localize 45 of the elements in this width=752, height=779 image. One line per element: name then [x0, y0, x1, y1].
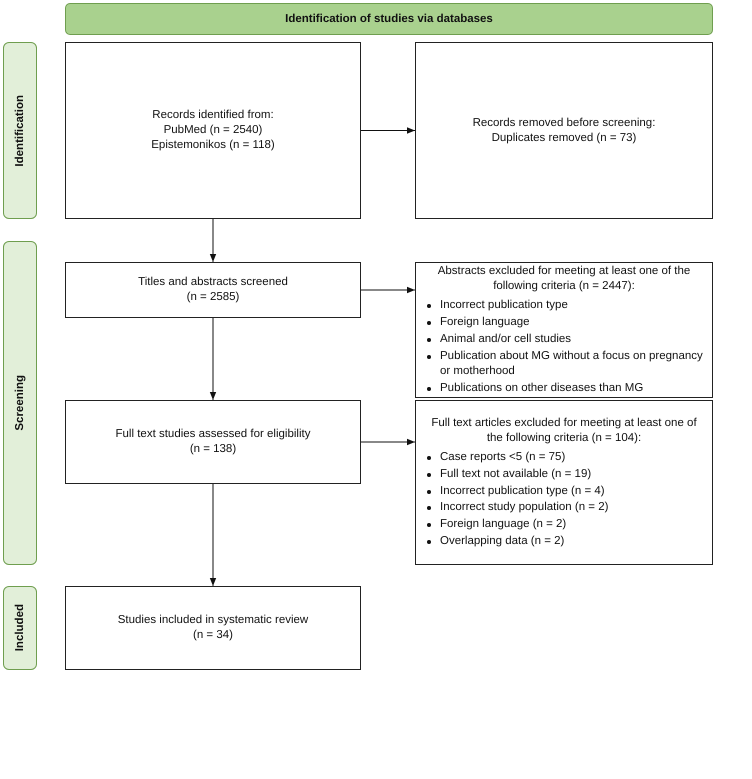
section-label: Included [12, 604, 27, 652]
process-box [65, 586, 361, 670]
box-text: (n = 34) [193, 628, 233, 643]
process-box [415, 42, 713, 219]
arrow [210, 318, 216, 400]
header-bar [65, 3, 713, 35]
box-text: (n = 138) [190, 442, 236, 457]
box-text: Titles and abstracts screened [138, 275, 288, 290]
bullet-item: Overlapping data (n = 2) [424, 534, 564, 550]
box-text: Studies included in systematic review [118, 613, 308, 628]
bullet-item: Case reports <5 (n = 75) [424, 450, 566, 465]
exclusion-heading: Full text articles excluded for meeting at least one of the following criteria (n = 104): [430, 416, 698, 446]
exclusion-heading: Abstracts excluded for meeting at least one of the following criteria (n = 2447): [436, 264, 692, 294]
arrow [360, 286, 416, 294]
process-box [65, 400, 361, 484]
box-text: Records removed before screening: [472, 116, 656, 130]
bullet-item: Publications on other diseases than MG [424, 380, 644, 396]
section-label: Screening [12, 375, 27, 431]
box-text: Full text studies assessed for eligibility [116, 427, 310, 442]
box-text: Duplicates removed (n = 73) [492, 130, 636, 146]
phase-band [3, 42, 37, 219]
bullet-item: Foreign language [424, 315, 530, 330]
bullet-item: Incorrect publication type (n = 4) [424, 484, 605, 498]
box-text: Epistemonikos (n = 118) [151, 138, 275, 153]
bullet-item: Incorrect study population (n = 2) [424, 500, 608, 516]
arrow [360, 127, 416, 134]
arrow [360, 438, 416, 446]
exclusion-box [415, 262, 713, 398]
process-box [65, 262, 361, 318]
phase-band [3, 241, 37, 565]
arrow [210, 484, 216, 586]
process-box [65, 42, 361, 219]
bullet-item: Full text not available (n = 19) [424, 466, 592, 482]
arrow [210, 218, 216, 262]
bullet-item: Incorrect publication type [424, 298, 568, 314]
box-text: Records identified from: [152, 108, 274, 124]
bullet-item: Foreign language (n = 2) [424, 517, 566, 532]
box-text: PubMed (n = 2540) [164, 123, 262, 138]
box-text: (n = 2585) [186, 290, 240, 305]
exclusion-box [415, 400, 713, 565]
section-label: Identification [12, 94, 27, 166]
header-title: Identification of studies via databases [285, 12, 493, 26]
bullet-item: Animal and/or cell studies [424, 332, 572, 347]
bullet-item: Publication about MG without a focus on pregnancy or motherhood [424, 348, 704, 379]
phase-band [3, 586, 37, 670]
